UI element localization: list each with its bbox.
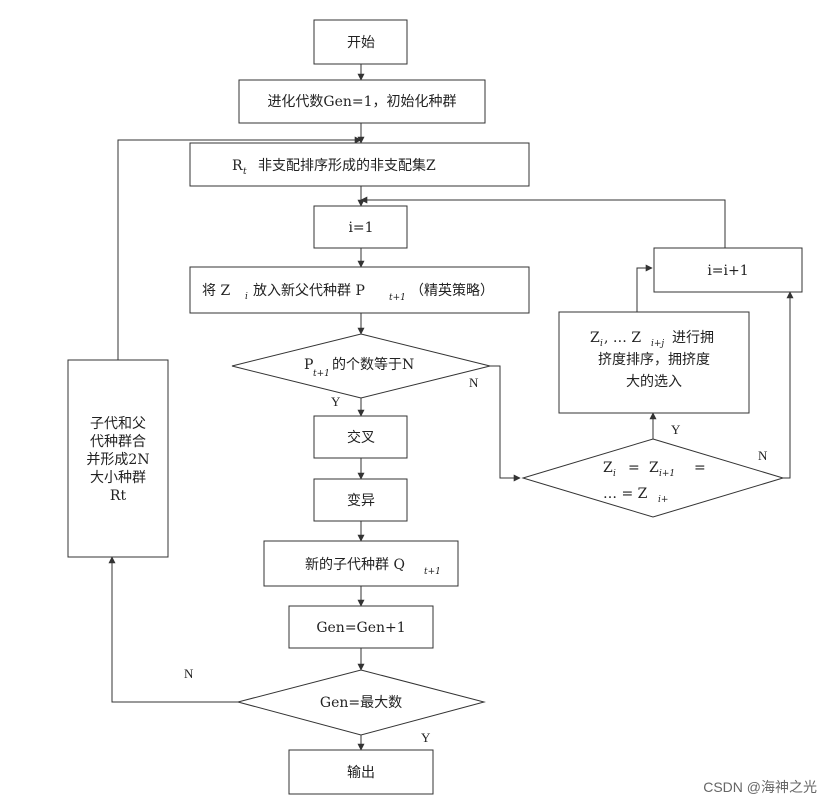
put-b-sub: t+1 [389, 293, 406, 303]
put-b-text: 放入新父代种群 P [253, 283, 365, 299]
sort-r-sub: t [243, 167, 247, 177]
branch-labels: N Y Y N N Y [184, 375, 768, 745]
crowd-dots: , … Z [604, 330, 641, 346]
label-n-eq: N [758, 448, 768, 463]
eq-eq1: = [628, 460, 640, 476]
mutation-node: 变异 [313, 478, 408, 522]
arrow-merge-to-sort [117, 136, 362, 360]
arrow-inc-to-put [360, 196, 726, 248]
sort-rest-text: 非支配排序形成的非支配集Z [258, 157, 436, 174]
label-n-gen: N [184, 666, 194, 681]
check-p-text: P [304, 357, 313, 373]
connectors [108, 64, 794, 751]
inc-i-node: i=i+1 [653, 247, 803, 293]
crowd-zj-sub: i+j [651, 339, 664, 349]
crossover-node: 交叉 [313, 415, 408, 459]
merge-line-4: 大小种群 [90, 470, 146, 486]
check-count-decision: P t+1 的个数等于N [231, 333, 491, 399]
inc-i-text: i=i+1 [707, 263, 748, 279]
watermark: CSDN @海神之光 [703, 779, 817, 795]
check-rest-text: 的个数等于N [332, 356, 414, 373]
crossover-text: 交叉 [347, 429, 375, 446]
label-y-eq: Y [671, 422, 681, 437]
merge-line-2: 代种群合 [90, 434, 146, 450]
label-y-gen: Y [421, 730, 431, 745]
eq-z1: Z [603, 460, 613, 476]
sort-node: R t 非支配排序形成的非支配集Z [189, 142, 530, 187]
newq-text: 新的子代种群 Q [305, 557, 405, 573]
output-text: 输出 [347, 765, 375, 781]
gen-increment-node: Gen=Gen+1 [288, 605, 434, 649]
arrow-check-no-to-eq [490, 365, 521, 482]
init-node: 进化代数Gen=1，初始化种群 [238, 79, 486, 124]
start-text: 开始 [347, 35, 375, 51]
arrow-genmax-no-to-merge [108, 556, 242, 703]
crowd-l1: 进行拥 [672, 330, 714, 346]
output-node: 输出 [288, 749, 434, 795]
merge-node: 子代和父 代种群合 并形成2N 大小种群 Rt [67, 359, 169, 558]
put-a-sub: i [245, 292, 248, 302]
eq-z1-sub: i [613, 469, 616, 479]
label-y-check: Y [331, 394, 341, 409]
equal-check-decision: Z i = Z i+1 = … = Z i+ [521, 438, 785, 518]
arrow-eq-no-to-inc [783, 291, 794, 479]
crowd-z1: Z [590, 330, 600, 346]
crowd-l3: 大的选入 [626, 374, 682, 390]
sort-r-text: R [232, 158, 243, 174]
merge-line-3: 并形成2N [86, 452, 149, 468]
eq-z2-sub: i+1 [659, 469, 675, 479]
merge-line-5: Rt [110, 488, 127, 504]
put-a-text: 将 Z [202, 283, 230, 299]
eq-eq2: = [694, 460, 706, 476]
put-node: 将 Z i 放入新父代种群 P t+1 （精英策略） [189, 266, 530, 314]
newq-sub: t+1 [424, 567, 441, 577]
new-offspring-node: 新的子代种群 Q t+1 [263, 540, 459, 587]
label-n-check: N [469, 375, 479, 390]
i1-node: i=1 [313, 205, 408, 249]
eq-z3-sub: i+ [658, 495, 668, 505]
put-c-text: （精英策略） [410, 282, 494, 299]
i1-text: i=1 [348, 220, 373, 236]
gen-inc-text: Gen=Gen+1 [316, 620, 405, 636]
mutation-text: 变异 [347, 493, 375, 509]
eq-z2: Z [649, 460, 659, 476]
crowding-node: Z i , … Z i+j 进行拥 挤度排序，拥挤度 大的选入 [558, 311, 750, 414]
gen-max-text: Gen=最大数 [320, 695, 402, 711]
crowd-l2: 挤度排序，拥挤度 [598, 352, 710, 368]
crowd-z1-sub: i [600, 339, 603, 349]
start-node: 开始 [313, 19, 408, 65]
arrow-crowd-to-inc [636, 264, 653, 312]
merge-line-1: 子代和父 [90, 416, 146, 432]
init-text: 进化代数Gen=1，初始化种群 [267, 93, 456, 110]
gen-max-decision: Gen=最大数 [236, 669, 486, 736]
eq-dots: … = Z [603, 486, 648, 502]
check-p-sub: t+1 [313, 369, 330, 379]
